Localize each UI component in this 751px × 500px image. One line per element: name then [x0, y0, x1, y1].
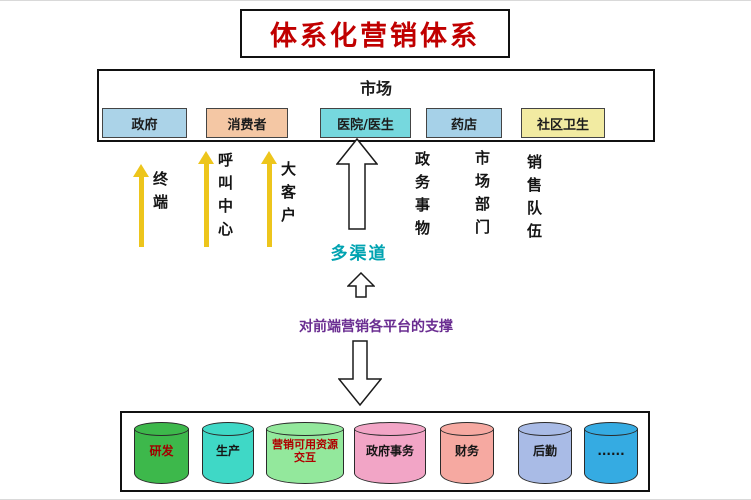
market-segment-pharmacy: 药店 — [426, 108, 502, 138]
channel-label-terminal: 终端 — [151, 171, 169, 217]
cylinder-top-icon — [584, 422, 638, 436]
market-segment-government: 政府 — [102, 108, 187, 138]
arrow-shaft — [138, 177, 144, 247]
arrow-shaft — [203, 164, 209, 247]
market-box: 市场 政府 消费者 医院/医生 药店 社区卫生 — [97, 69, 655, 142]
cylinder-top-icon — [266, 422, 344, 436]
cylinder-body-icon — [202, 429, 254, 484]
backend-cylinder-marketing-resources: 营销可用资源交互 — [266, 422, 344, 484]
diagram-title-box: 体系化营销体系 — [240, 9, 510, 58]
backend-cylinder-government-affairs: 政府事务 — [354, 422, 426, 484]
backend-label-finance: 财务 — [454, 444, 479, 458]
market-segment-consumer: 消费者 — [206, 108, 288, 138]
market-label: 市场 — [359, 79, 392, 98]
arrow-shaft — [266, 164, 272, 247]
backend-cylinder-rd: 研发 — [134, 422, 189, 484]
cylinder-body-icon — [584, 429, 638, 484]
backend-label-government-affairs: 政府事务 — [365, 444, 414, 458]
multi-channel-label: 多渠道 — [330, 244, 388, 264]
cylinder-top-icon — [134, 422, 189, 436]
cylinder-top-icon — [354, 422, 426, 436]
channel-label-call-center: 呼叫中心 — [216, 152, 234, 244]
channel-label-government-affairs: 政务事物 — [413, 151, 431, 243]
backend-label-rd: 研发 — [149, 444, 174, 458]
cylinder-body-icon — [518, 429, 572, 484]
backend-label-logistics: 后勤 — [532, 444, 557, 458]
cylinder-top-icon — [440, 422, 494, 436]
backend-cylinder-more: ...... — [584, 422, 638, 484]
channel-up-arrow-terminal — [133, 164, 149, 247]
channel-up-arrow-key-account — [261, 151, 277, 247]
arrow-head-icon — [198, 151, 214, 164]
cylinder-body-icon — [440, 429, 494, 484]
cylinder-top-icon — [518, 422, 572, 436]
market-segment-community-health: 社区卫生 — [521, 108, 605, 138]
market-segment-hospital-doctor: 医院/医生 — [320, 108, 411, 138]
backend-label-marketing-resources: 营销可用资源交互 — [272, 438, 338, 465]
channel-label-market-dept: 市场部门 — [473, 150, 491, 242]
backend-cylinder-logistics: 后勤 — [518, 422, 572, 484]
backend-label-more: ...... — [597, 444, 625, 458]
channel-label-key-account: 大客户 — [279, 161, 297, 230]
backend-cylinder-finance: 财务 — [440, 422, 494, 484]
support-up-arrow-icon — [347, 272, 375, 298]
arrow-head-icon — [261, 151, 277, 164]
arrow-head-icon — [133, 164, 149, 177]
cylinder-body-icon — [134, 429, 189, 484]
channel-label-sales-force: 销售队伍 — [525, 154, 543, 246]
multi-channel-up-arrow-icon — [336, 138, 378, 230]
cylinder-body-icon — [354, 429, 426, 484]
diagram-title: 体系化营销体系 — [270, 21, 480, 52]
cylinder-body-icon — [266, 429, 344, 484]
backend-label-production: 生产 — [215, 444, 240, 458]
backend-down-arrow-icon — [338, 340, 382, 406]
backend-box: 研发 生产 营销可用资源交互 政府事务 财务 后勤 — [120, 411, 650, 492]
cylinder-top-icon — [202, 422, 254, 436]
backend-cylinder-production: 生产 — [202, 422, 254, 484]
channel-up-arrow-call-center — [198, 151, 214, 247]
support-note: 对前端营销各平台的支撑 — [299, 319, 453, 335]
